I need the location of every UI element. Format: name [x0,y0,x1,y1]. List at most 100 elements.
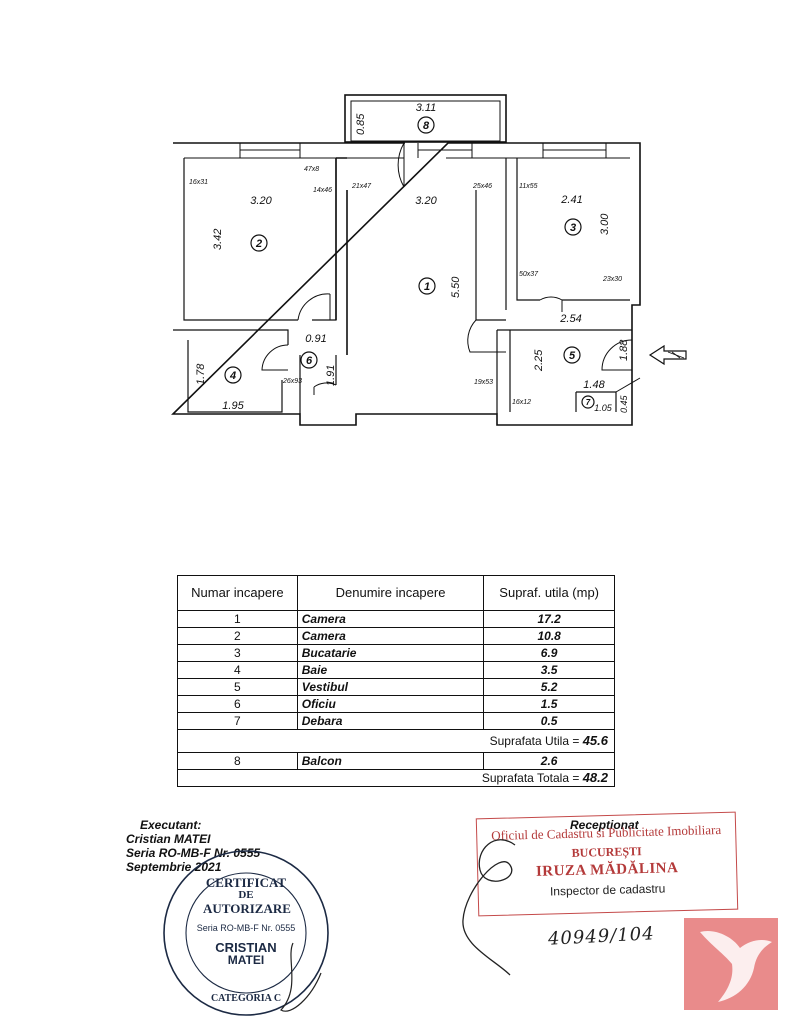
dimension-label: 1.05 [594,403,613,413]
window-room2 [239,143,301,158]
dimension-label: 1.95 [222,400,244,412]
table-row: 3 Bucatarie 6.9 [177,644,615,662]
window-size-label: 19x53 [474,379,493,386]
cell-number: 7 [177,712,298,730]
dimension-label: 1.91 [325,365,337,386]
stamp-center: CERTIFICAT DE AUTORIZARE Seria RO-MB-F N… [197,875,296,967]
total-area: Suprafata Totala = 48.2 [297,769,616,787]
window-size-label: 11x55 [519,183,538,190]
room-number: 1 [424,281,430,293]
window-size-label: 16x31 [189,179,208,186]
cell-number: 1 [177,610,298,628]
balcony-inner [350,100,501,142]
balcony-outline [344,94,507,143]
executant-name: Cristian MATEI [126,832,211,846]
cell-area: 2.6 [483,752,615,770]
room-number: 4 [229,370,236,382]
table-row: 4 Baie 3.5 [177,661,615,679]
table-row: 8 Balcon 2.6 [177,752,615,770]
receptionat-title: Receptionat [570,818,639,832]
stamp-line: CERTIFICAT [205,875,287,890]
table-row: 5 Vestibul 5.2 [177,678,615,696]
dimension-label: 1.48 [583,379,605,391]
outer-wall [171,142,641,426]
cell-area: 1.5 [483,695,615,713]
cell-area: 5.2 [483,678,615,696]
cell-number: 8 [177,752,298,770]
door-room1 [467,319,506,353]
window-size-label: 16x12 [512,399,531,406]
room-marker-5 [563,346,581,364]
watermark-logo [684,918,778,1010]
window-size-label: 21x47 [351,183,372,190]
bird-logo-icon [700,930,772,1002]
cell-name: Bucatarie [296,644,485,662]
signature-stroke [280,942,322,1012]
window-size-label: 26x93 [282,378,302,385]
total-area-value: 48.2 [582,770,608,785]
window-room1 [417,143,473,158]
executant-block: Executant: Cristian MATEI Seria RO-MB-F … [126,818,260,874]
executant-date: Septembrie 2021 [126,860,222,874]
door-room4 [261,344,289,371]
cell-number: 4 [177,661,298,679]
dimension-label: 0.45 [619,394,629,413]
stamp-name: MATEI [227,953,265,967]
cell-number: 6 [177,695,298,713]
room-marker-7 [581,395,595,409]
dimension-label: 1.88 [618,339,630,361]
door-oficiu [313,382,337,395]
dimension-label: 5.50 [450,276,462,298]
room-marker-8 [417,116,435,134]
stamp-series: Seria RO-MB-F Nr. 0555 [196,923,296,933]
cell-name: Oficiu [296,695,485,713]
room-marker-1 [418,277,436,295]
dimension-label: 2.54 [559,313,581,325]
column-header: Supraf. utila (mp) [483,575,615,611]
window-size-label: 25x46 [472,183,492,190]
room-number: 7 [586,398,591,407]
registration-number: 40949/104 [547,923,656,950]
window-size-label: 23x30 [602,276,622,283]
dimension-label: 2.25 [533,349,545,372]
table-subtotal-row: Suprafata Utila = 45.6 [177,729,616,753]
cell-name: Debara [296,712,485,730]
cell-number: 2 [177,627,298,645]
entrance-arrow-icon [648,344,687,366]
column-header: Numar incapere [177,575,298,611]
floor-plan: 8 2 1 3 4 6 5 7 3.11 0.85 3.20 3.42 3.20… [171,94,687,426]
room-marker-6 [300,351,318,369]
room-number: 2 [255,238,262,250]
window-size-label: 14x46 [313,187,332,194]
stamp-category: CATEGORIA C [210,993,282,1004]
room-number: 5 [569,350,576,362]
cell-name: Vestibul [296,678,485,696]
usable-area-value: 45.6 [582,733,608,748]
dimension-label: 1.78 [195,363,207,385]
stamp-line: DE [238,889,254,901]
cell-name: Baie [296,661,485,679]
authorization-stamp [163,850,329,1016]
cell-area: 3.5 [483,661,615,679]
cell-number: 5 [177,678,298,696]
cell-number: 3 [177,644,298,662]
window-size-label: 47x8 [304,166,319,173]
room-number: 3 [570,222,576,234]
dimension-label: 3.00 [599,213,611,235]
dimension-label: 3.11 [416,102,437,114]
dimension-label: 3.42 [212,229,224,250]
table-row: 6 Oficiu 1.5 [177,695,615,713]
executant-series: Seria RO-MB-F Nr. 0555 [126,846,261,860]
window-room3 [542,143,607,158]
table-total-row: Suprafata Totala = 48.2 [177,769,616,787]
table-row: 7 Debara 0.5 [177,712,615,730]
dimension-label: 2.41 [560,194,582,206]
cell-name: Camera [296,627,485,645]
total-area-label: Suprafata Totala = [481,771,580,785]
table-header-row: Numar incapere Denumire incapere Supraf.… [177,575,615,611]
room-number: 8 [423,120,430,132]
cell-area: 17.2 [483,610,615,628]
plan-walls [171,94,641,426]
door-room3 [539,296,563,312]
dimension-label: 3.20 [250,195,272,207]
